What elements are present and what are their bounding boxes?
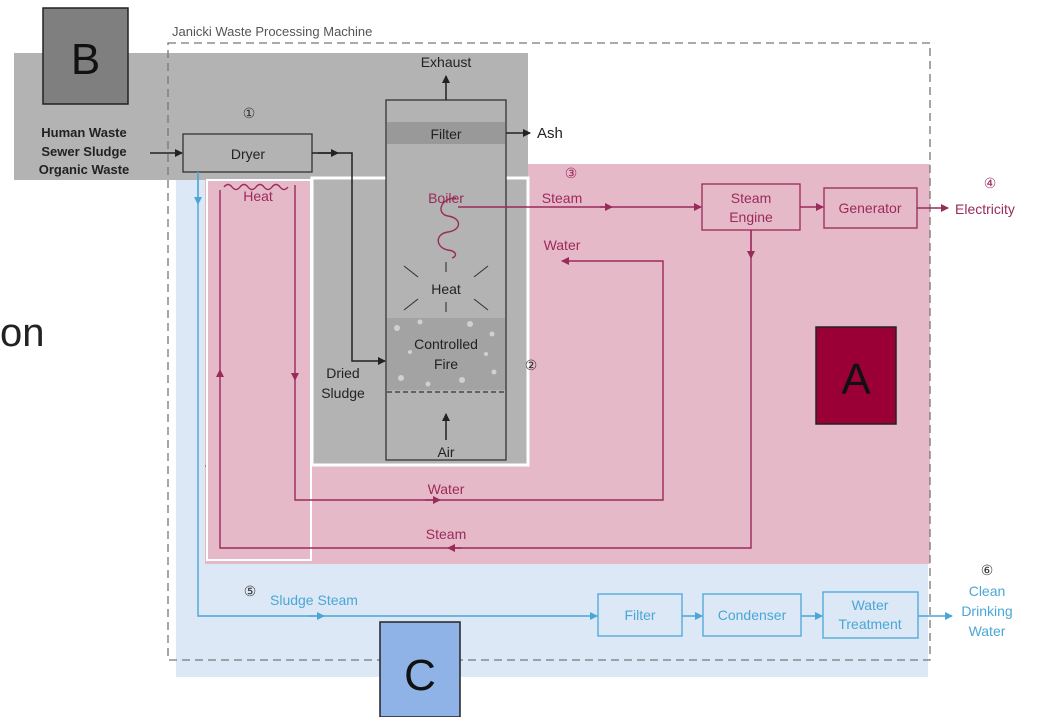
sludge-steam-line bbox=[197, 172, 598, 620]
step-marker-5: ⑤ bbox=[244, 583, 257, 599]
boiler-coil bbox=[437, 197, 460, 259]
clean-water-label-1: Clean bbox=[969, 583, 1006, 599]
air-label: Air bbox=[437, 444, 454, 460]
input-sewer-sludge: Sewer Sludge bbox=[41, 144, 126, 159]
heat-left-label: Heat bbox=[243, 188, 273, 204]
input-organic-waste: Organic Waste bbox=[39, 162, 130, 177]
ash-label: Ash bbox=[537, 125, 563, 142]
step-marker-2: ② bbox=[525, 357, 538, 373]
steam-bottom-label: Steam bbox=[426, 526, 466, 542]
dryer-label: Dryer bbox=[231, 146, 266, 162]
region-b-label-box bbox=[42, 7, 129, 105]
region-a-label: A bbox=[841, 355, 871, 404]
steam-return-loop bbox=[216, 230, 752, 549]
controlled-fire-label-2: Fire bbox=[434, 356, 458, 372]
region-c-label-box bbox=[379, 621, 461, 717]
sludge-steam-label: Sludge Steam bbox=[270, 592, 358, 608]
region-a-label-box bbox=[815, 326, 897, 425]
dryer-box bbox=[182, 133, 313, 173]
machine-boundary bbox=[167, 42, 931, 661]
filter-bottom-label: Filter bbox=[624, 607, 655, 623]
filter-top-label: Filter bbox=[430, 126, 461, 142]
water-treatment-label-2: Treatment bbox=[838, 616, 901, 632]
heat-rays bbox=[403, 262, 489, 312]
step-marker-4: ④ bbox=[984, 175, 997, 191]
fire-particles bbox=[394, 319, 497, 387]
dried-sludge-label-2: Sludge bbox=[321, 385, 365, 401]
filter-bottom-box bbox=[597, 593, 683, 637]
furnace-column bbox=[385, 99, 507, 461]
water-return-loop bbox=[294, 257, 664, 501]
step-marker-1: ① bbox=[243, 105, 256, 121]
water-treatment-label-1: Water bbox=[852, 597, 889, 613]
input-human-waste: Human Waste bbox=[41, 125, 126, 140]
heat-exchanger-coil bbox=[223, 183, 289, 191]
machine-title: Janicki Waste Processing Machine bbox=[172, 24, 372, 39]
steam-top-label: Steam bbox=[542, 190, 582, 206]
controlled-fire-label-1: Controlled bbox=[414, 336, 478, 352]
dried-sludge-label-1: Dried bbox=[326, 365, 359, 381]
generator-box bbox=[823, 187, 918, 229]
region-c-label: C bbox=[404, 651, 436, 700]
steam-engine-box bbox=[701, 183, 801, 231]
electricity-label: Electricity bbox=[955, 201, 1015, 217]
steam-engine-label-2: Engine bbox=[729, 209, 773, 225]
step-marker-6: ⑥ bbox=[981, 562, 994, 578]
water-treatment-box bbox=[822, 591, 919, 639]
step-marker-3: ③ bbox=[565, 165, 578, 181]
steam-engine-label-1: Steam bbox=[731, 190, 771, 206]
clean-water-label-2: Drinking bbox=[961, 603, 1012, 619]
generator-label: Generator bbox=[838, 200, 901, 216]
clean-water-label-3: Water bbox=[969, 623, 1006, 639]
filter-band bbox=[387, 122, 505, 144]
region-a-inner-panel bbox=[206, 179, 312, 561]
condenser-label: Condenser bbox=[718, 607, 787, 623]
boiler-label: Boiler bbox=[428, 190, 464, 206]
exhaust-label: Exhaust bbox=[421, 54, 472, 70]
water-top-label: Water bbox=[544, 237, 581, 253]
heat-center-label: Heat bbox=[431, 281, 461, 297]
condenser-box bbox=[702, 593, 802, 637]
water-bottom-label: Water bbox=[428, 481, 465, 497]
partial-side-text: on bbox=[0, 311, 45, 355]
region-b-label: B bbox=[71, 35, 100, 84]
